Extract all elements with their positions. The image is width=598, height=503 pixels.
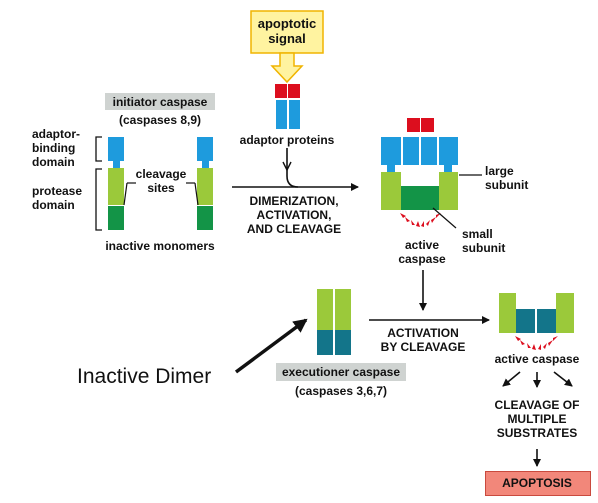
active-executioner-caspase xyxy=(499,293,574,333)
active-caspase-label-1: active caspase xyxy=(398,238,446,266)
protease-bracket xyxy=(95,168,102,231)
executioner-caspase-sub: (caspases 3,6,7) xyxy=(294,384,388,398)
dimerization-step-label: DIMERIZATION, ACTIVATION, AND CLEAVAGE xyxy=(246,194,342,236)
activity-spikes-1 xyxy=(400,213,441,227)
apoptosis-box xyxy=(485,471,591,496)
inactive-dimer-label: Inactive Dimer xyxy=(77,365,212,388)
activity-spikes-2 xyxy=(515,336,558,350)
apoptosis-label: APOPTOSIS xyxy=(502,476,572,490)
protease-domain-label: protease domain xyxy=(32,184,83,212)
inactive-monomers-label: inactive monomers xyxy=(105,239,215,253)
large-subunit-label: large subunit xyxy=(485,164,529,192)
adaptor-binding-domain-label: adaptor- binding domain xyxy=(32,127,80,169)
adaptor-proteins xyxy=(275,84,300,129)
activation-by-cleavage-label: ACTIVATION BY CLEAVAGE xyxy=(380,326,466,354)
executioner-caspase-label: executioner caspase xyxy=(281,365,401,379)
active-caspase-label-2: active caspase xyxy=(494,352,580,366)
cleavage-sites-label: cleavage sites xyxy=(135,167,187,195)
apoptotic-signal-label: apoptotic signal xyxy=(257,16,317,46)
cleavage-of-substrates-label: CLEAVAGE OF MULTIPLE SUBSTRATES xyxy=(494,398,580,440)
active-initiator-caspase xyxy=(381,118,458,210)
apoptotic-signal-box xyxy=(250,10,324,84)
substrate-arrow-left xyxy=(502,371,521,387)
small-subunit-label: small subunit xyxy=(462,227,506,255)
adaptor-binding-bracket xyxy=(95,136,102,162)
inactive-monomer-left xyxy=(108,137,124,230)
inactive-dimer-pointer xyxy=(234,318,308,374)
substrate-arrow-right xyxy=(553,371,573,387)
executioner-inactive-dimer xyxy=(317,289,351,355)
initiator-caspase-sub: (caspases 8,9) xyxy=(118,113,202,127)
adaptor-proteins-label: adaptor proteins xyxy=(239,133,335,147)
initiator-caspase-label: initiator caspase xyxy=(112,95,208,109)
executioner-caspase-box xyxy=(276,363,406,381)
inactive-monomer-right xyxy=(197,137,213,230)
initiator-caspase-box xyxy=(105,93,215,110)
